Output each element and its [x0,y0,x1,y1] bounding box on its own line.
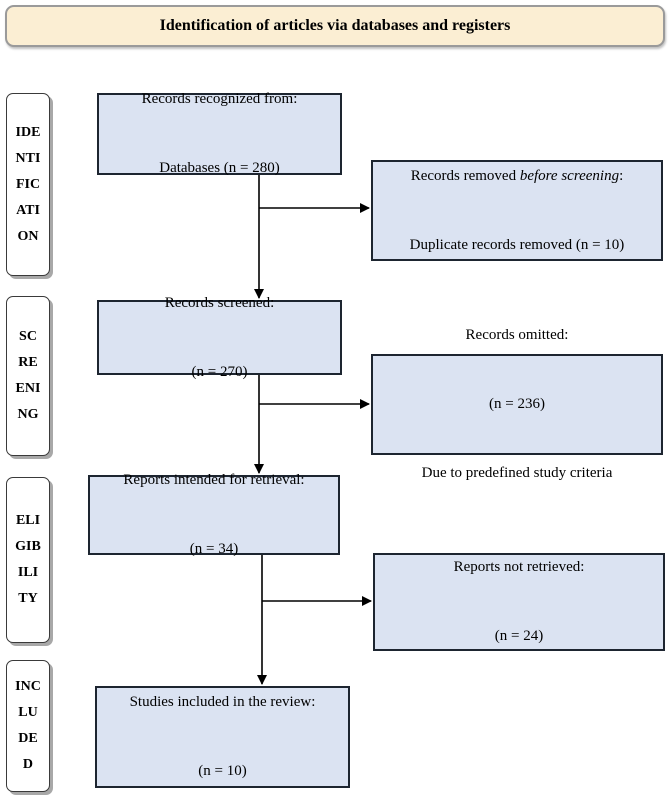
diagram-title: Identification of articles via databases… [5,5,665,47]
stage-eligibility: ELI GIB ILI TY [6,477,50,643]
stage-identification-label: IDE NTI FIC ATI ON [15,124,41,244]
records-removed-colon: : [619,167,624,184]
records-removed-line2: Duplicate records removed (n = 10) [409,236,625,253]
records-recognized-line2: Databases (n = 280) [159,160,280,176]
records-omitted-line1: Records omitted: [465,327,569,343]
records-screened-line1: Records screened: [164,294,275,311]
box-reports-retrieval: Reports intended for retrieval: (n = 34) [88,472,340,557]
stage-screening: SC RE ENI NG [6,296,50,456]
stage-included: INC LU DE D [6,660,50,792]
box-records-omitted: Records omitted: (n = 236) Due to predef… [371,327,663,481]
box-reports-not-retrieved: Reports not retrieved: (n = 24) [373,553,665,651]
studies-included-line2: (n = 10) [198,763,247,779]
diagram-title-text: Identification of articles via databases… [159,17,511,34]
box-records-screened: Records screened: (n = 270) [97,295,342,380]
reports-not-retrieved-line1: Reports not retrieved: [453,559,585,575]
studies-included-line1: Studies included in the review: [129,694,316,710]
stage-screening-label: SC RE ENI NG [15,329,41,422]
reports-retrieval-line1: Reports intended for retrieval: [123,472,305,488]
records-removed-label: Records removed [410,167,520,184]
records-removed-line1: Records removed before screening: [410,165,625,188]
stage-eligibility-label: ELI GIB ILI TY [15,513,41,606]
box-records-recognized: Records recognized from: Databases (n = … [97,91,342,176]
records-removed-emphasis: before screening [519,167,620,184]
records-omitted-line2: (n = 236) [489,396,545,412]
box-records-removed: Records removed before screening: Duplic… [371,160,663,261]
box-studies-included: Studies included in the review: (n = 10) [95,686,350,788]
records-recognized-line1: Records recognized from: [141,91,298,107]
reports-retrieval-line2: (n = 34) [189,541,239,557]
stage-identification: IDE NTI FIC ATI ON [6,93,50,276]
records-omitted-line3: Due to predefined study criteria [421,465,613,481]
reports-not-retrieved-line2: (n = 24) [494,628,544,644]
stage-included-label: INC LU DE D [15,679,41,772]
records-screened-line2: (n = 270) [191,363,248,380]
